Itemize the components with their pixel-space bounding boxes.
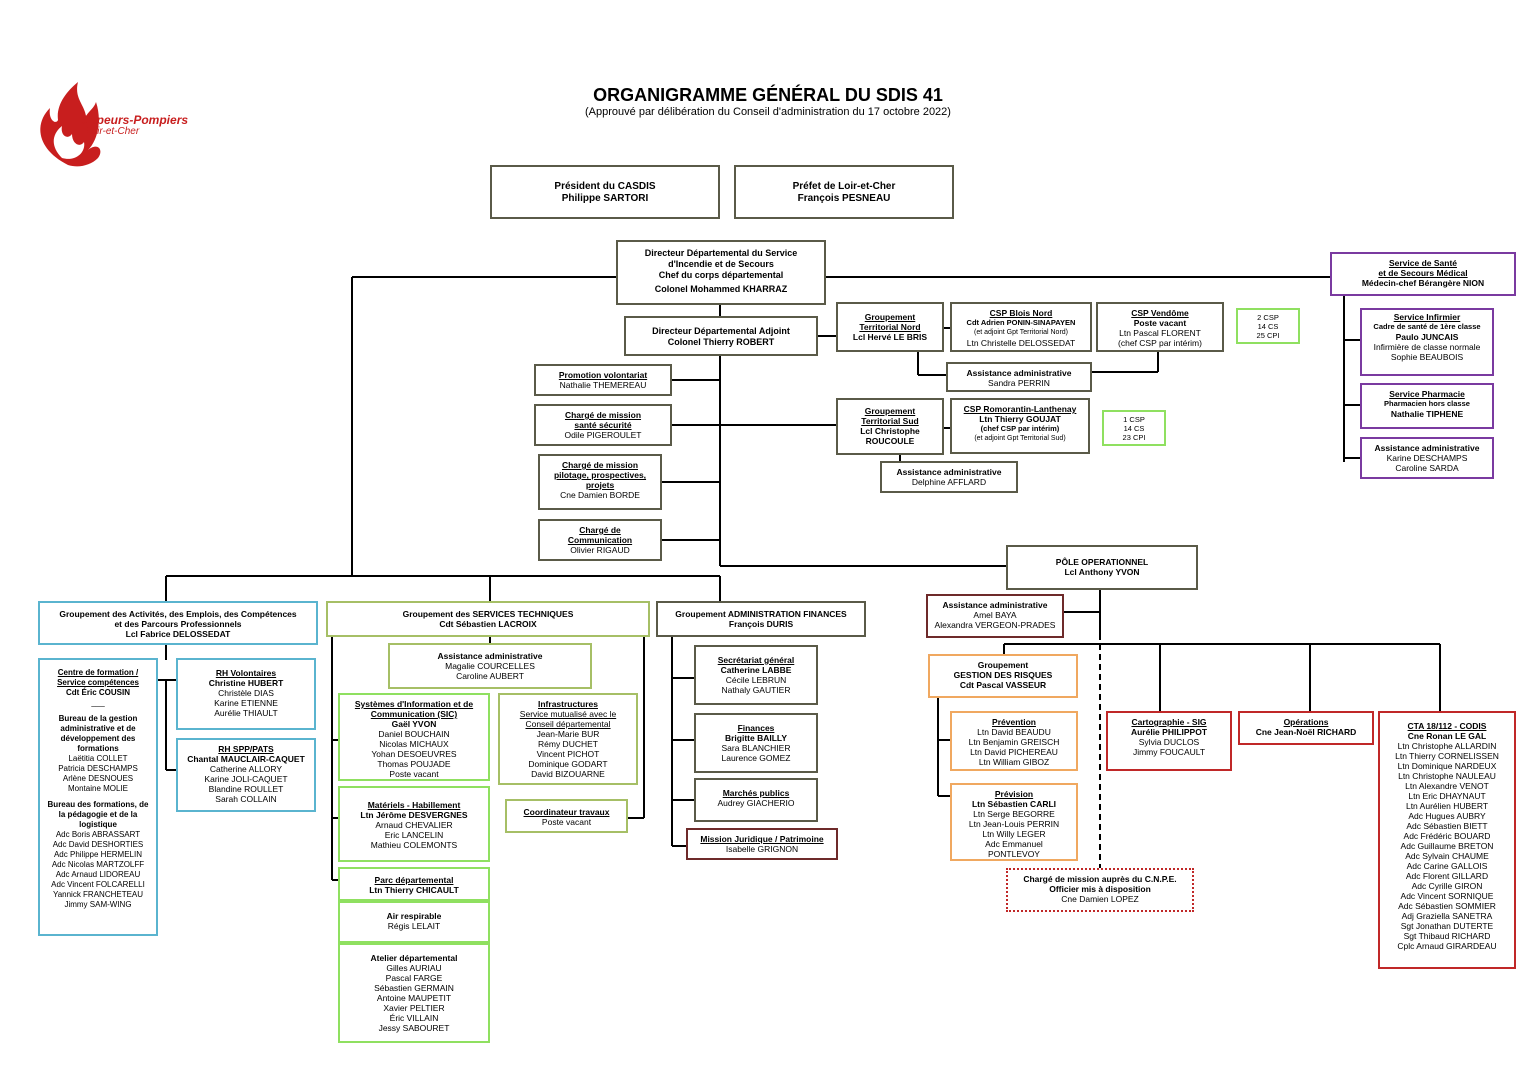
cnpe-box: Chargé de mission auprès du C.N.P.E.Offi… (1006, 868, 1194, 912)
aedcpp-head-box: Groupement des Activités, des Emplois, d… (38, 601, 318, 645)
page-subtitle: (Approuvé par délibération du Conseil d'… (585, 106, 951, 118)
logo-text-2: Loir-et-Cher (86, 126, 140, 137)
page-title: ORGANIGRAMME GÉNÉRAL DU SDIS 41 (593, 85, 943, 105)
formation-box: Centre de formation /Service compétences… (38, 658, 158, 936)
sdis-logo: Sapeurs-Pompiers Loir-et-Cher (28, 80, 198, 175)
logo-text-1: Sapeurs-Pompiers (82, 113, 188, 127)
